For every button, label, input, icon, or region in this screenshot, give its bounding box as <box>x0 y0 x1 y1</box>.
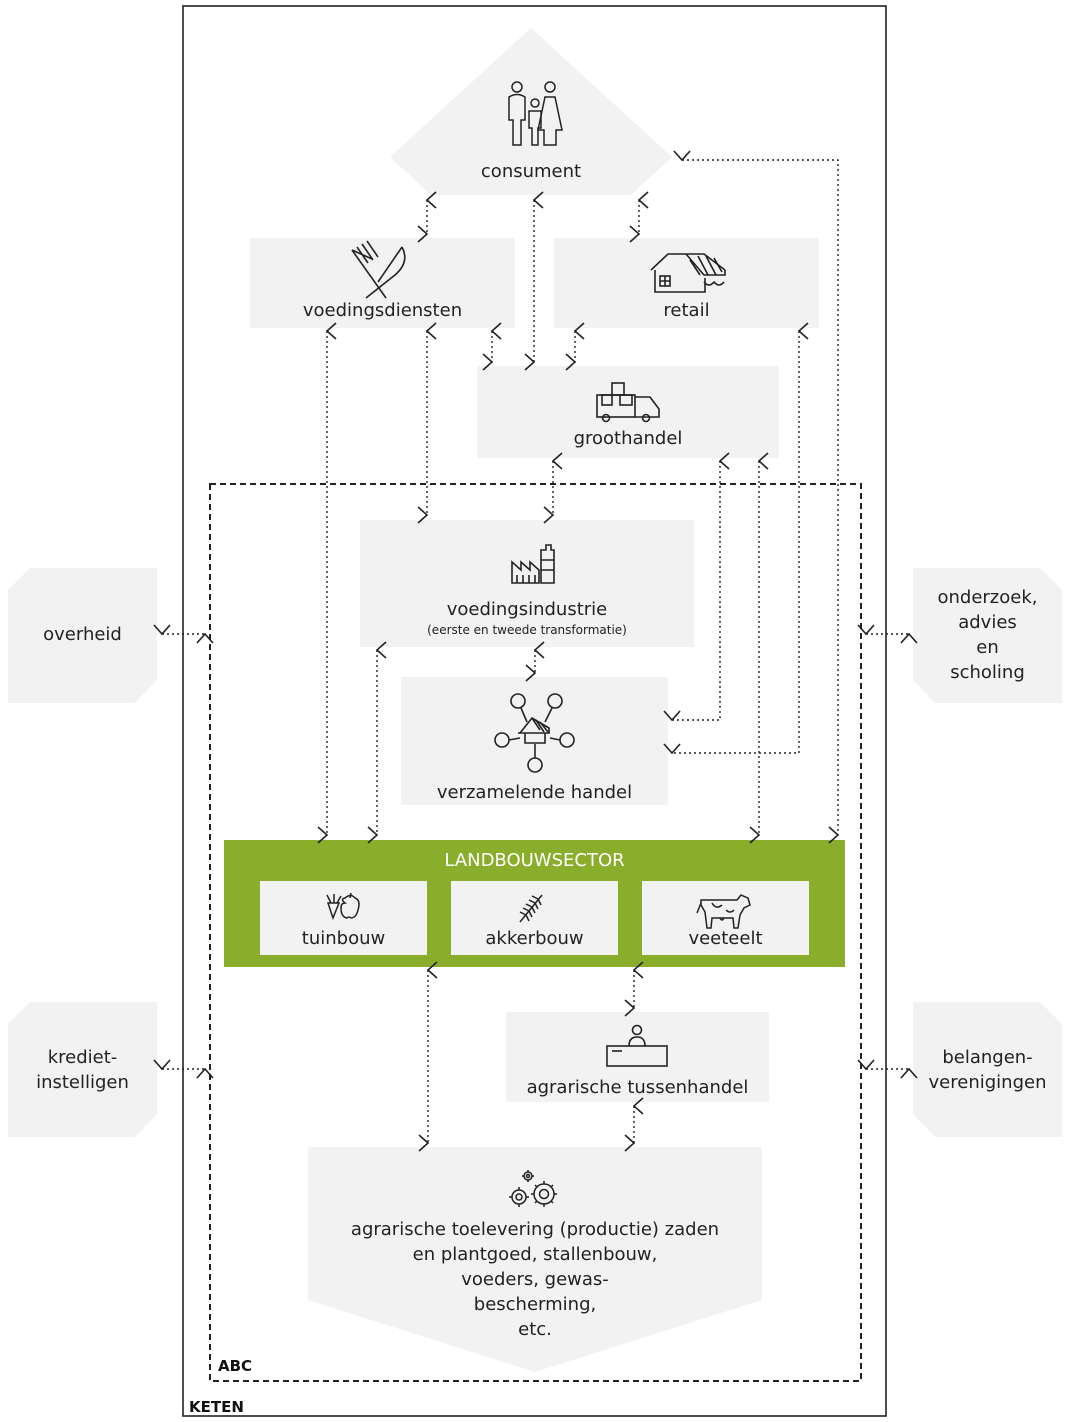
onderzoek-line: scholing <box>950 662 1025 683</box>
tuinbouw-label: tuinbouw <box>301 928 386 949</box>
toelevering-line: en plantgoed, stallenbouw, <box>412 1244 658 1265</box>
tuinbouw-box <box>260 881 427 955</box>
overheid-shape <box>8 568 157 703</box>
abc-frame <box>209 483 862 1382</box>
groothandel-label: groothandel <box>573 428 683 449</box>
truck-icon <box>596 382 660 423</box>
tussenhandel-label: agrarische tussenhandel <box>526 1077 749 1098</box>
krediet-line: krediet- <box>47 1047 118 1068</box>
gears-icon <box>509 1170 557 1207</box>
voedingsdiensten-box <box>250 238 515 328</box>
belangen-line: belangen- <box>942 1047 1033 1068</box>
krediet-line: instelligen <box>36 1072 129 1093</box>
carrot-apple-icon <box>326 892 360 921</box>
onderzoek-label: onderzoek, advies en scholing <box>913 585 1062 685</box>
verzamelende-handel-box <box>401 677 668 805</box>
akkerbouw-label: akkerbouw <box>485 928 584 949</box>
krediet-shape <box>8 1002 157 1137</box>
toelevering-line: agrarische toelevering (productie) zaden <box>350 1219 720 1240</box>
onderzoek-shape <box>913 568 1062 703</box>
counter-person-icon <box>606 1024 668 1067</box>
cow-icon <box>696 894 751 929</box>
tussenhandel-box <box>506 1012 769 1102</box>
krediet-label: krediet- instelligen <box>8 1045 157 1095</box>
abc-label: ABC <box>218 1357 253 1375</box>
belangen-label: belangen- verenigingen <box>913 1045 1062 1095</box>
toelevering-line: etc. <box>518 1319 552 1340</box>
keten-label: KETEN <box>189 1398 244 1416</box>
landbouwsector-title: LANDBOUWSECTOR <box>444 850 625 871</box>
onderzoek-line: advies <box>958 612 1017 633</box>
people-icon <box>508 81 563 146</box>
voedingsindustrie-label: voedingsindustrie <box>446 599 608 620</box>
wheat-icon <box>519 894 543 923</box>
cutlery-icon <box>351 240 406 299</box>
voedingsdiensten-label: voedingsdiensten <box>302 300 463 321</box>
factory-icon <box>511 544 555 584</box>
akkerbouw-box <box>451 881 618 955</box>
network-market-icon <box>494 693 575 773</box>
overheid-label: overheid <box>43 624 122 645</box>
onderzoek-line: onderzoek, <box>937 587 1038 608</box>
veeteelt-label: veeteelt <box>688 928 763 949</box>
arrow-retail-verzamelende <box>663 322 809 755</box>
toelevering-line: bescherming, <box>473 1294 597 1315</box>
keten-frame <box>182 5 887 1417</box>
consument-label: consument <box>480 161 582 182</box>
belangen-shape <box>913 1002 1062 1137</box>
arrow-groothandel-verzamelende <box>663 452 730 722</box>
onderzoek-line: en <box>976 637 999 658</box>
arrow-consument-landbouw <box>673 150 840 844</box>
voedingsindustrie-sublabel: (eerste en tweede transformatie) <box>427 623 627 637</box>
connectors <box>153 150 918 1152</box>
verzamelende-handel-label: verzamelende handel <box>436 782 633 803</box>
toelevering-line: voeders, gewas- <box>461 1269 609 1290</box>
belangen-line: verenigingen <box>928 1072 1047 1093</box>
toelevering-shape <box>308 1147 762 1372</box>
retail-label: retail <box>663 300 710 321</box>
market-stall-icon <box>650 253 726 293</box>
toelevering-label: agrarische toelevering (productie) zaden… <box>308 1217 762 1342</box>
